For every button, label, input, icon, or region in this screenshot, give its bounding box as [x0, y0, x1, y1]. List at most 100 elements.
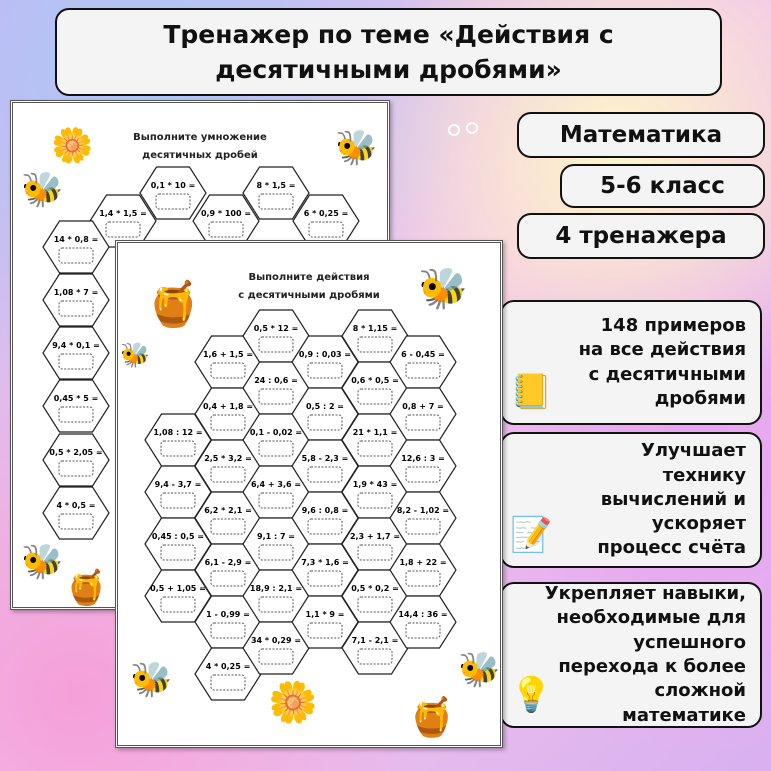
- answer-box[interactable]: [58, 247, 94, 264]
- answer-box[interactable]: [258, 648, 294, 665]
- answer-box[interactable]: [307, 518, 343, 535]
- hex-expression: 9,6 : 0,8 =: [302, 506, 349, 515]
- hex-expression: 9,4 - 3,7 =: [155, 480, 202, 489]
- answer-box[interactable]: [307, 466, 343, 483]
- answer-box[interactable]: [258, 492, 294, 509]
- hex-expression: 0,1 * 10 =: [151, 181, 196, 190]
- answer-box[interactable]: [405, 466, 441, 483]
- subject-badge: Математика: [517, 112, 765, 158]
- hex-expression: 1,08 * 7 =: [54, 288, 99, 297]
- answer-box[interactable]: [258, 388, 294, 405]
- hex-expression: 0,8 + 7 =: [402, 402, 444, 411]
- answer-box[interactable]: [210, 362, 246, 379]
- title-line-1: Тренажер по теме «Действия с: [163, 20, 614, 49]
- answer-box[interactable]: [58, 460, 94, 477]
- hex-expression: 0,5 + 1,05 =: [150, 584, 206, 593]
- hex-expression: 0,5 : 2 =: [306, 402, 344, 411]
- answer-box[interactable]: [58, 513, 94, 530]
- hex-cell: 0,45 * 5 =: [42, 379, 110, 433]
- answer-box[interactable]: [210, 674, 246, 691]
- answer-box[interactable]: [258, 336, 294, 353]
- hex-expression: 2,3 + 1,7 =: [350, 532, 400, 541]
- hex-expression: 0,5 * 0,2 =: [351, 584, 399, 593]
- answer-box[interactable]: [357, 388, 393, 405]
- hex-cell: 14 * 0,8 =: [42, 220, 110, 274]
- hex-expression: 14,4 : 36 =: [398, 610, 447, 619]
- hex-cell: 9,4 * 0,1 =: [42, 326, 110, 380]
- answer-box[interactable]: [357, 596, 393, 613]
- hex-expression: 4 * 0,5 =: [57, 501, 96, 510]
- answer-box[interactable]: [357, 336, 393, 353]
- answer-box[interactable]: [405, 362, 441, 379]
- hex-expression: 1,1 * 9 =: [306, 610, 345, 619]
- lightbulb-paper-icon: 💡: [510, 675, 553, 715]
- answer-box[interactable]: [160, 440, 196, 457]
- bee-icon: 🐝: [21, 542, 64, 582]
- answer-box[interactable]: [58, 353, 94, 370]
- feature-text: Укрепляет навыки, необходимые для успешн…: [544, 583, 746, 726]
- hex-expression: 2,5 * 3,2 =: [204, 454, 252, 463]
- answer-box[interactable]: [58, 300, 94, 317]
- answer-box[interactable]: [258, 596, 294, 613]
- beehive-icon: 🍯: [146, 279, 201, 330]
- feature-card: 📒 148 примеров на все действия с десятич…: [500, 300, 762, 425]
- answer-box[interactable]: [208, 221, 244, 238]
- hex-expression: 6,2 * 2,1 =: [204, 506, 252, 515]
- answer-box[interactable]: [105, 221, 141, 238]
- answer-box[interactable]: [405, 414, 441, 431]
- hex-cell: 1,08 * 7 =: [42, 273, 110, 327]
- hex-expression: 14 * 0,8 =: [54, 235, 99, 244]
- hex-expression: 7,1 - 2,1 =: [352, 636, 399, 645]
- bee-icon: 🐝: [458, 650, 501, 690]
- answer-box[interactable]: [357, 492, 393, 509]
- answer-box[interactable]: [160, 596, 196, 613]
- feature-text: Улучшает технику вычислений и ускоряет п…: [597, 440, 746, 559]
- bubble-decoration: [466, 122, 478, 134]
- bee-icon: 🐝: [21, 170, 64, 210]
- hex-cell: 0,5 * 2,05 =: [42, 433, 110, 487]
- answer-box[interactable]: [210, 570, 246, 587]
- answer-box[interactable]: [58, 406, 94, 423]
- answer-box[interactable]: [357, 440, 393, 457]
- notebook-pencils-icon: 📒: [510, 372, 553, 412]
- answer-box[interactable]: [210, 466, 246, 483]
- bee-icon: 🐝: [120, 341, 150, 369]
- hex-expression: 1 - 0,99 =: [206, 610, 250, 619]
- hex-expression: 24 : 0,6 =: [254, 376, 298, 385]
- answer-box[interactable]: [357, 544, 393, 561]
- answer-box[interactable]: [210, 518, 246, 535]
- answer-box[interactable]: [160, 492, 196, 509]
- hex-expression: 1,08 : 12 =: [153, 428, 202, 437]
- hex-expression: 8 * 1,5 =: [257, 181, 296, 190]
- hex-expression: 18,9 : 2,1 =: [250, 584, 302, 593]
- bee-icon: 🐝: [335, 128, 378, 168]
- answer-box[interactable]: [258, 544, 294, 561]
- hex-expression: 0,9 * 100 =: [201, 209, 251, 218]
- answer-box[interactable]: [210, 414, 246, 431]
- answer-box[interactable]: [405, 518, 441, 535]
- hex-expression: 8,2 - 1,02 =: [397, 506, 449, 515]
- hex-expression: 6 * 0,25 =: [304, 209, 349, 218]
- answer-box[interactable]: [155, 193, 191, 210]
- hex-expression: 6 - 0,45 =: [401, 350, 445, 359]
- answer-box[interactable]: [357, 648, 393, 665]
- feature-text: 148 примеров на все действия с десятичны…: [578, 314, 746, 409]
- hex-expression: 0,6 * 0,5 =: [351, 376, 399, 385]
- answer-box[interactable]: [405, 570, 441, 587]
- answer-box[interactable]: [210, 622, 246, 639]
- answer-box[interactable]: [307, 622, 343, 639]
- hex-expression: 4 * 0,25 =: [206, 662, 251, 671]
- bubble-decoration: [448, 124, 460, 136]
- answer-box[interactable]: [307, 570, 343, 587]
- answer-box[interactable]: [405, 622, 441, 639]
- answer-box[interactable]: [160, 544, 196, 561]
- answer-box[interactable]: [307, 362, 343, 379]
- answer-box[interactable]: [258, 440, 294, 457]
- answer-box[interactable]: [308, 221, 344, 238]
- honey-pot-icon: 🍯: [65, 568, 108, 608]
- test-paper-icon: 📝: [510, 515, 553, 555]
- hex-expression: 0,45 * 5 =: [54, 394, 99, 403]
- answer-box[interactable]: [258, 193, 294, 210]
- answer-box[interactable]: [307, 414, 343, 431]
